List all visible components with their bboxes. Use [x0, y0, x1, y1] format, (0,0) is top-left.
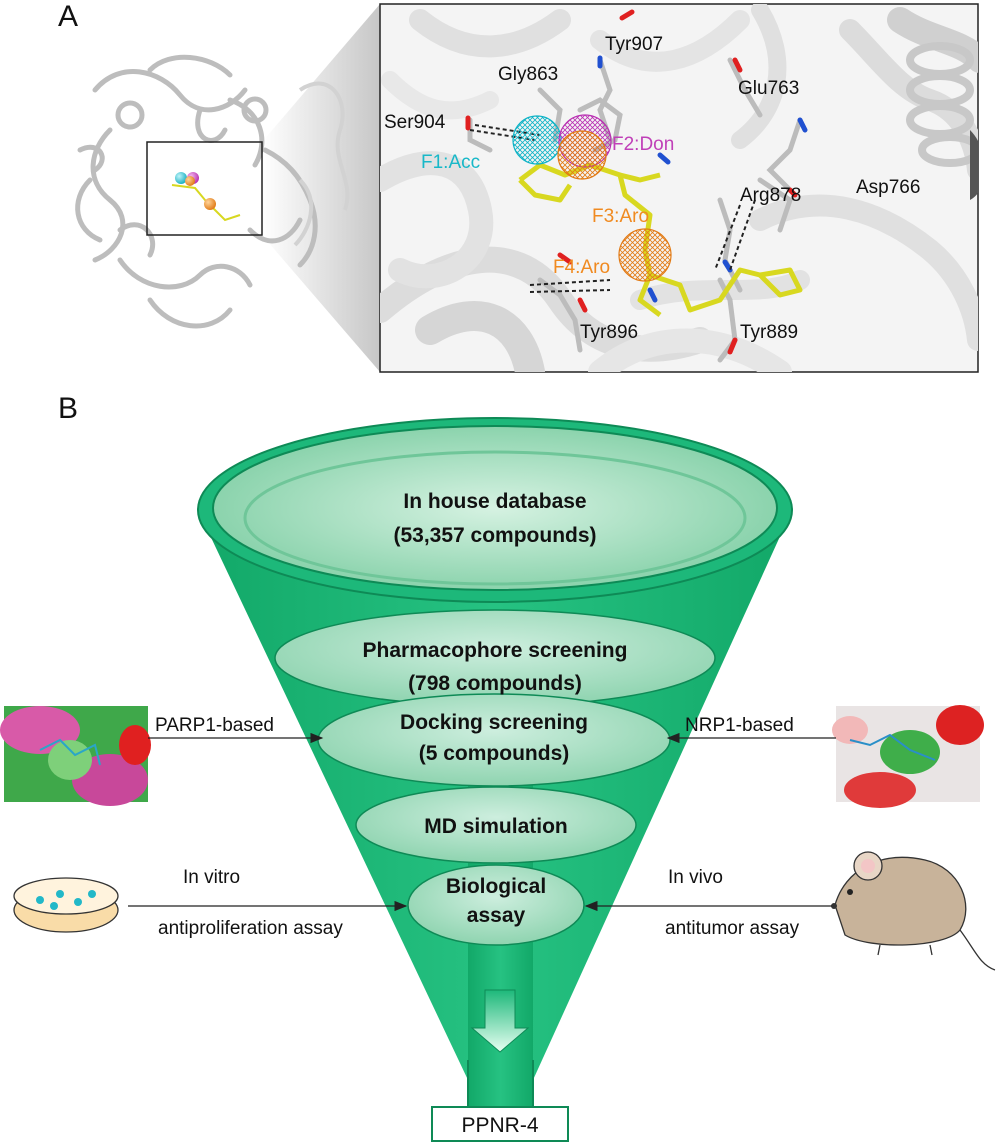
nrp1-label: NRP1-based: [685, 715, 794, 736]
label-tyr896: Tyr896: [580, 322, 638, 343]
panel-a-letter: A: [58, 0, 79, 33]
invitro-label-1: In vitro: [183, 867, 240, 888]
label-arg878: Arg878: [740, 185, 801, 206]
stage-biological: [407, 864, 585, 946]
mouse-icon: [831, 851, 996, 971]
label-glu763: Glu763: [738, 78, 799, 99]
invitro-label-2: antiproliferation assay: [158, 918, 343, 939]
invivo-label-2: antitumor assay: [665, 918, 800, 939]
label-f3-aromatic: F3:Aro: [592, 206, 649, 227]
stage-3-line2: (5 compounds): [419, 742, 570, 765]
label-tyr889: Tyr889: [740, 322, 798, 343]
stage-md: [355, 786, 637, 864]
label-f4-aromatic: F4:Aro: [553, 257, 610, 278]
panel-a-figure: Gly863 Tyr907 Glu763 Ser904 Asp766 Arg87…: [75, 3, 979, 373]
panel-b-funnel: In house database (53,357 compounds) Pha…: [0, 417, 996, 1142]
stage-1-line1: In house database: [403, 490, 586, 513]
result-label: PPNR-4: [461, 1114, 538, 1137]
pharmacophore-spheres: [512, 114, 672, 282]
mini-ligand: [171, 172, 241, 222]
zoom-cone: [262, 4, 380, 372]
label-gly863: Gly863: [498, 64, 558, 85]
stage-2-line1: Pharmacophore screening: [363, 639, 628, 662]
stage-1-line2: (53,357 compounds): [393, 524, 596, 547]
stage-5-line2: assay: [467, 904, 526, 927]
nrp1-surface-image: [832, 705, 984, 808]
parp1-surface-image: [0, 706, 151, 806]
result-box: [431, 1106, 569, 1142]
stage-4-line1: MD simulation: [424, 815, 568, 838]
panel-b-letter: B: [58, 392, 79, 425]
zoom-box: [146, 141, 263, 236]
petri-dish-icon: [13, 877, 119, 933]
label-asp766: Asp766: [856, 177, 920, 198]
stage-2-line2: (798 compounds): [408, 672, 582, 695]
down-arrow-icon: [470, 989, 530, 1053]
label-f2-donor: F2:Don: [612, 134, 674, 155]
label-ser904: Ser904: [384, 112, 446, 133]
stage-docking: [317, 693, 671, 787]
label-tyr907: Tyr907: [605, 34, 663, 55]
stage-5-line1: Biological: [446, 875, 546, 898]
invivo-label-1: In vivo: [668, 867, 723, 888]
parp1-label: PARP1-based: [155, 715, 274, 736]
stage-3-line1: Docking screening: [400, 711, 588, 734]
label-f1-acceptor: F1:Acc: [421, 152, 480, 173]
